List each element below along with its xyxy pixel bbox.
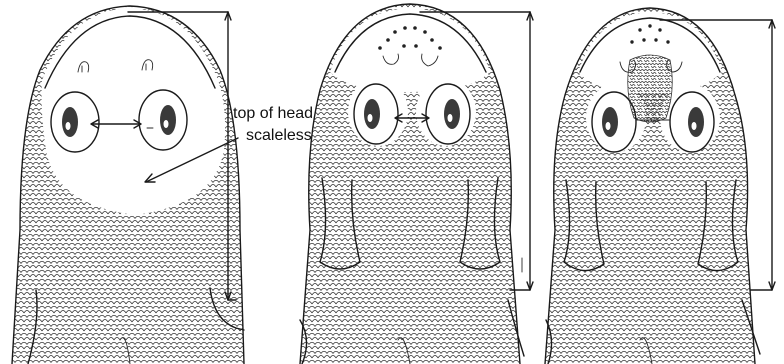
fish-head-middle: [290, 0, 533, 364]
top-of-head-label: top of head: [233, 105, 313, 122]
scaleless-label: scaleless: [246, 127, 312, 144]
fish-head-left: [0, 0, 260, 364]
fish-head-right: [540, 0, 775, 364]
